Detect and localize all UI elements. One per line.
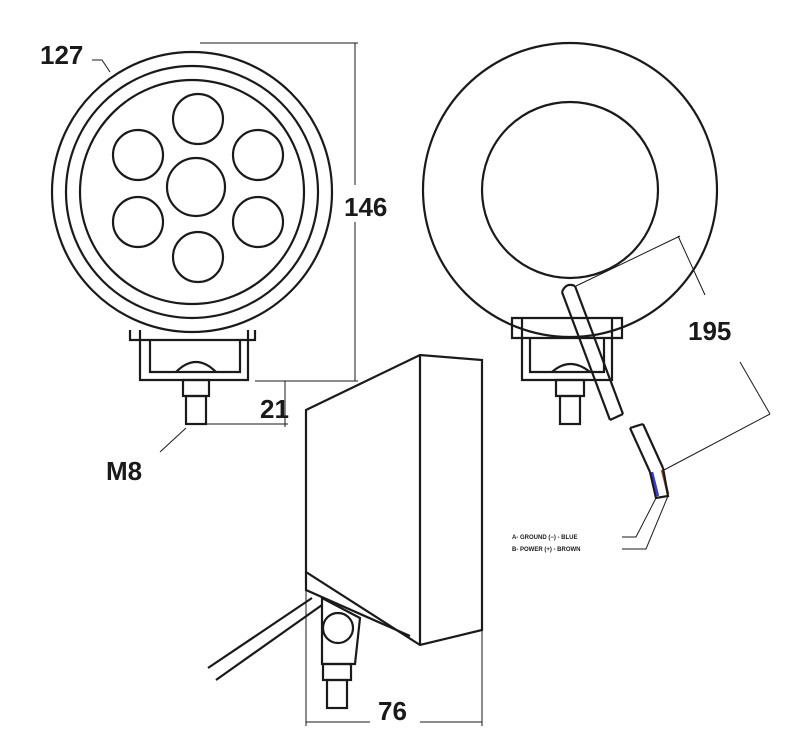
led-array — [111, 92, 285, 284]
wire-a-leader — [622, 497, 657, 538]
blue-wire — [650, 471, 660, 497]
led-lower-left — [111, 195, 165, 249]
dim-195-lines — [575, 235, 771, 471]
dim-127-leader — [92, 59, 111, 73]
front-bracket — [128, 330, 257, 426]
side-cable-bottom — [215, 604, 323, 681]
front-outer-rim — [50, 50, 334, 334]
dim-76-lines — [305, 590, 483, 726]
dim-21-lines — [206, 381, 288, 427]
led-upper-left — [111, 128, 165, 182]
dim-195-label: 195 — [688, 316, 731, 346]
side-view: 76 — [207, 353, 484, 726]
m8-label: M8 — [106, 456, 142, 486]
side-cable-top — [207, 597, 313, 669]
led-bottom — [171, 230, 225, 284]
front-inner-rim — [64, 64, 320, 320]
wire-b-leader — [622, 495, 669, 550]
dim-127-label: 127 — [40, 40, 83, 70]
dim-146-lines — [200, 42, 358, 382]
dim-76-label: 76 — [378, 696, 407, 726]
led-lower-right — [231, 195, 285, 249]
front-view: 127 146 21 M8 — [40, 40, 387, 486]
wire-a-label: A- GROUND (−) - BLUE — [512, 535, 578, 541]
back-heatsink — [480, 100, 660, 280]
wire-ends — [648, 467, 670, 500]
led-top — [171, 92, 225, 146]
back-view: 195 A- GROUND (−) - BLUE B- POWER (+) - … — [421, 41, 771, 553]
led-center — [165, 156, 227, 218]
power-cable — [560, 283, 665, 473]
front-lens — [78, 78, 306, 306]
wire-b-label: B- POWER (+) - BROWN — [512, 547, 581, 553]
back-bracket — [510, 316, 624, 426]
dim-21-label: 21 — [260, 394, 289, 424]
dim-146-label: 146 — [344, 192, 387, 222]
back-housing — [421, 41, 719, 339]
m8-leader — [159, 427, 187, 453]
led-upper-right — [231, 128, 285, 182]
side-mount — [320, 596, 362, 710]
